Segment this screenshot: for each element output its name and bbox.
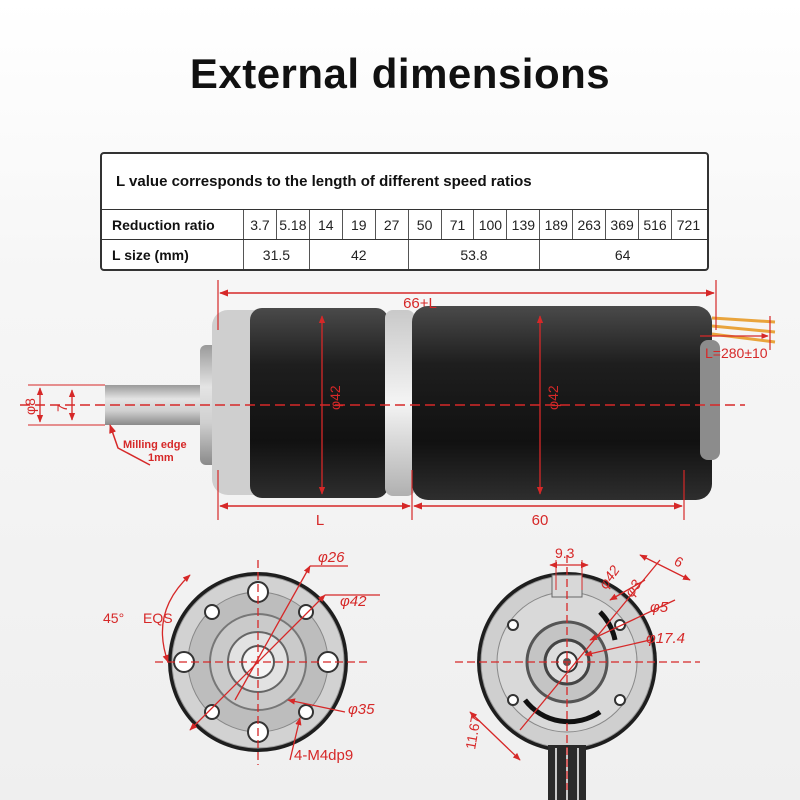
motor-leads (711, 316, 776, 344)
front-angle-label: 45° (103, 610, 124, 626)
mount-hole (298, 704, 314, 720)
ratio-cell: 14 (310, 210, 343, 239)
ratio-cell: 100 (474, 210, 508, 239)
gearbox-diameter-dimension: φ42 (318, 315, 343, 495)
ratio-cell: 5.18 (277, 210, 310, 239)
milling-note-line1: Milling edge (123, 439, 187, 451)
motor-diameter-label: φ42 (545, 385, 561, 410)
shaft-dia-label: φ8 (22, 398, 38, 415)
gearbox-body (250, 308, 388, 498)
ratio-cell: 27 (376, 210, 409, 239)
rear-six-label: 6 (672, 553, 687, 571)
overall-length-dimension: 66+L (217, 280, 717, 330)
milling-note: Milling edge 1mm (109, 424, 187, 466)
lsize-cell: 53.8 (409, 240, 541, 269)
separator-ring (385, 310, 415, 496)
ratio-cell: 189 (540, 210, 574, 239)
front-eqs-label: EQS (143, 610, 173, 626)
ratio-row-label: Reduction ratio (102, 210, 244, 239)
mount-hole (298, 604, 314, 620)
lsize-cell: 31.5 (244, 240, 310, 269)
ratio-cell: 3.7 (244, 210, 277, 239)
milling-note-line2: 1mm (148, 452, 174, 464)
lsize-row-label: L size (mm) (102, 240, 244, 269)
motor-length-label: 60 (532, 512, 549, 529)
front-view-dimensions: φ26 φ42 45° EQS φ35 4-M4dp9 (103, 549, 380, 765)
ratio-cell: 516 (639, 210, 672, 239)
rear-d17-label: φ17.4 (646, 630, 685, 647)
ratio-cell: 50 (409, 210, 442, 239)
motor-diameter-dimension: φ42 (536, 315, 561, 495)
mount-hole (204, 604, 220, 620)
rear-width-label: 9.3 (555, 545, 575, 561)
ratio-cell: 721 (676, 216, 701, 233)
ratio-cell: 369 (606, 210, 640, 239)
speed-ratio-table: L value corresponds to the length of dif… (100, 152, 709, 271)
motor-end-cap (700, 340, 720, 460)
front-holes-label: 4-M4dp9 (294, 747, 353, 764)
rear-offset-label: 11.67 (462, 714, 484, 750)
gearbox-diameter-label: φ42 (327, 385, 343, 410)
ratio-cell: 263 (573, 210, 607, 239)
front-outer-label: φ42 (340, 593, 367, 610)
lsize-cell: 42 (310, 240, 409, 269)
page-title: External dimensions (189, 50, 611, 97)
front-hole-circle-label: φ35 (348, 701, 375, 718)
ratio-cell: 19 (343, 210, 376, 239)
shaft-flat-label: 7 (54, 404, 70, 412)
lsize-cell: 64 (614, 246, 631, 263)
rear-view-dimensions: 9.3 φ42 φ3 φ5 φ17.4 6 11.67 (455, 545, 700, 790)
shaft-dimensions: φ8 7 (22, 384, 105, 426)
motor-side-view (105, 306, 776, 500)
ratio-cell: 71 (442, 210, 475, 239)
ratio-cell: 139 (507, 210, 541, 239)
lead-length-dimension: L=280±10 (700, 316, 771, 361)
rear-d5-label: φ5 (650, 599, 669, 616)
table-caption: L value corresponds to the length of dif… (102, 154, 707, 210)
overall-length-label: 66+L (403, 295, 437, 312)
length-dimensions: L 60 (217, 470, 685, 529)
lead-length-label: L=280±10 (705, 345, 768, 361)
gear-length-label: L (316, 512, 324, 529)
motor-body (412, 306, 712, 500)
front-pcd-label: φ26 (318, 549, 345, 566)
